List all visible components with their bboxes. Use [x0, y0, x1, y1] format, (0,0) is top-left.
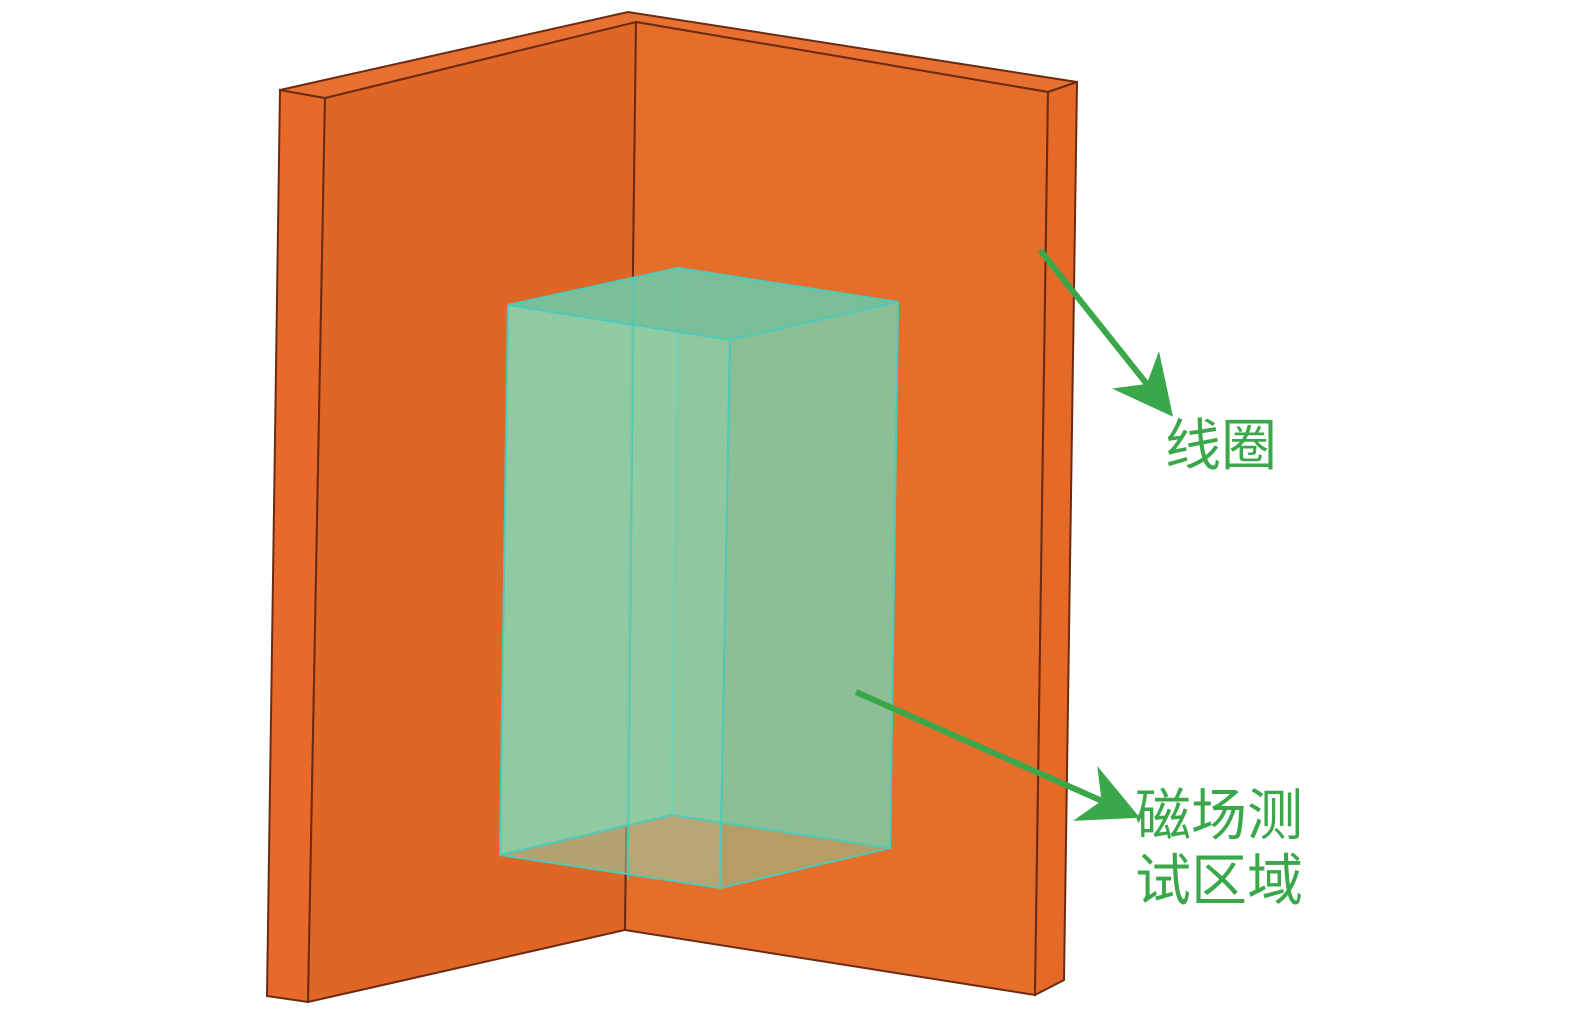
coil-arrow [1037, 248, 1173, 417]
test-region-label-line2: 试区域 [1135, 849, 1303, 914]
coil-right-edge [1033, 80, 1079, 997]
test-region-arrow [854, 689, 1140, 821]
coil-annotation: 线圈 [1037, 248, 1277, 479]
test-region-box [498, 266, 900, 890]
region-bottom-edges [499, 813, 891, 856]
region-inner-line [627, 277, 635, 881]
coil-label: 线圈 [1165, 414, 1277, 479]
region-front-right-face [718, 300, 900, 890]
region-front-left-face [498, 303, 732, 890]
test-region-annotation: 磁场测 试区域 [854, 689, 1303, 914]
test-region-label-line1: 磁场测 [1135, 784, 1303, 849]
